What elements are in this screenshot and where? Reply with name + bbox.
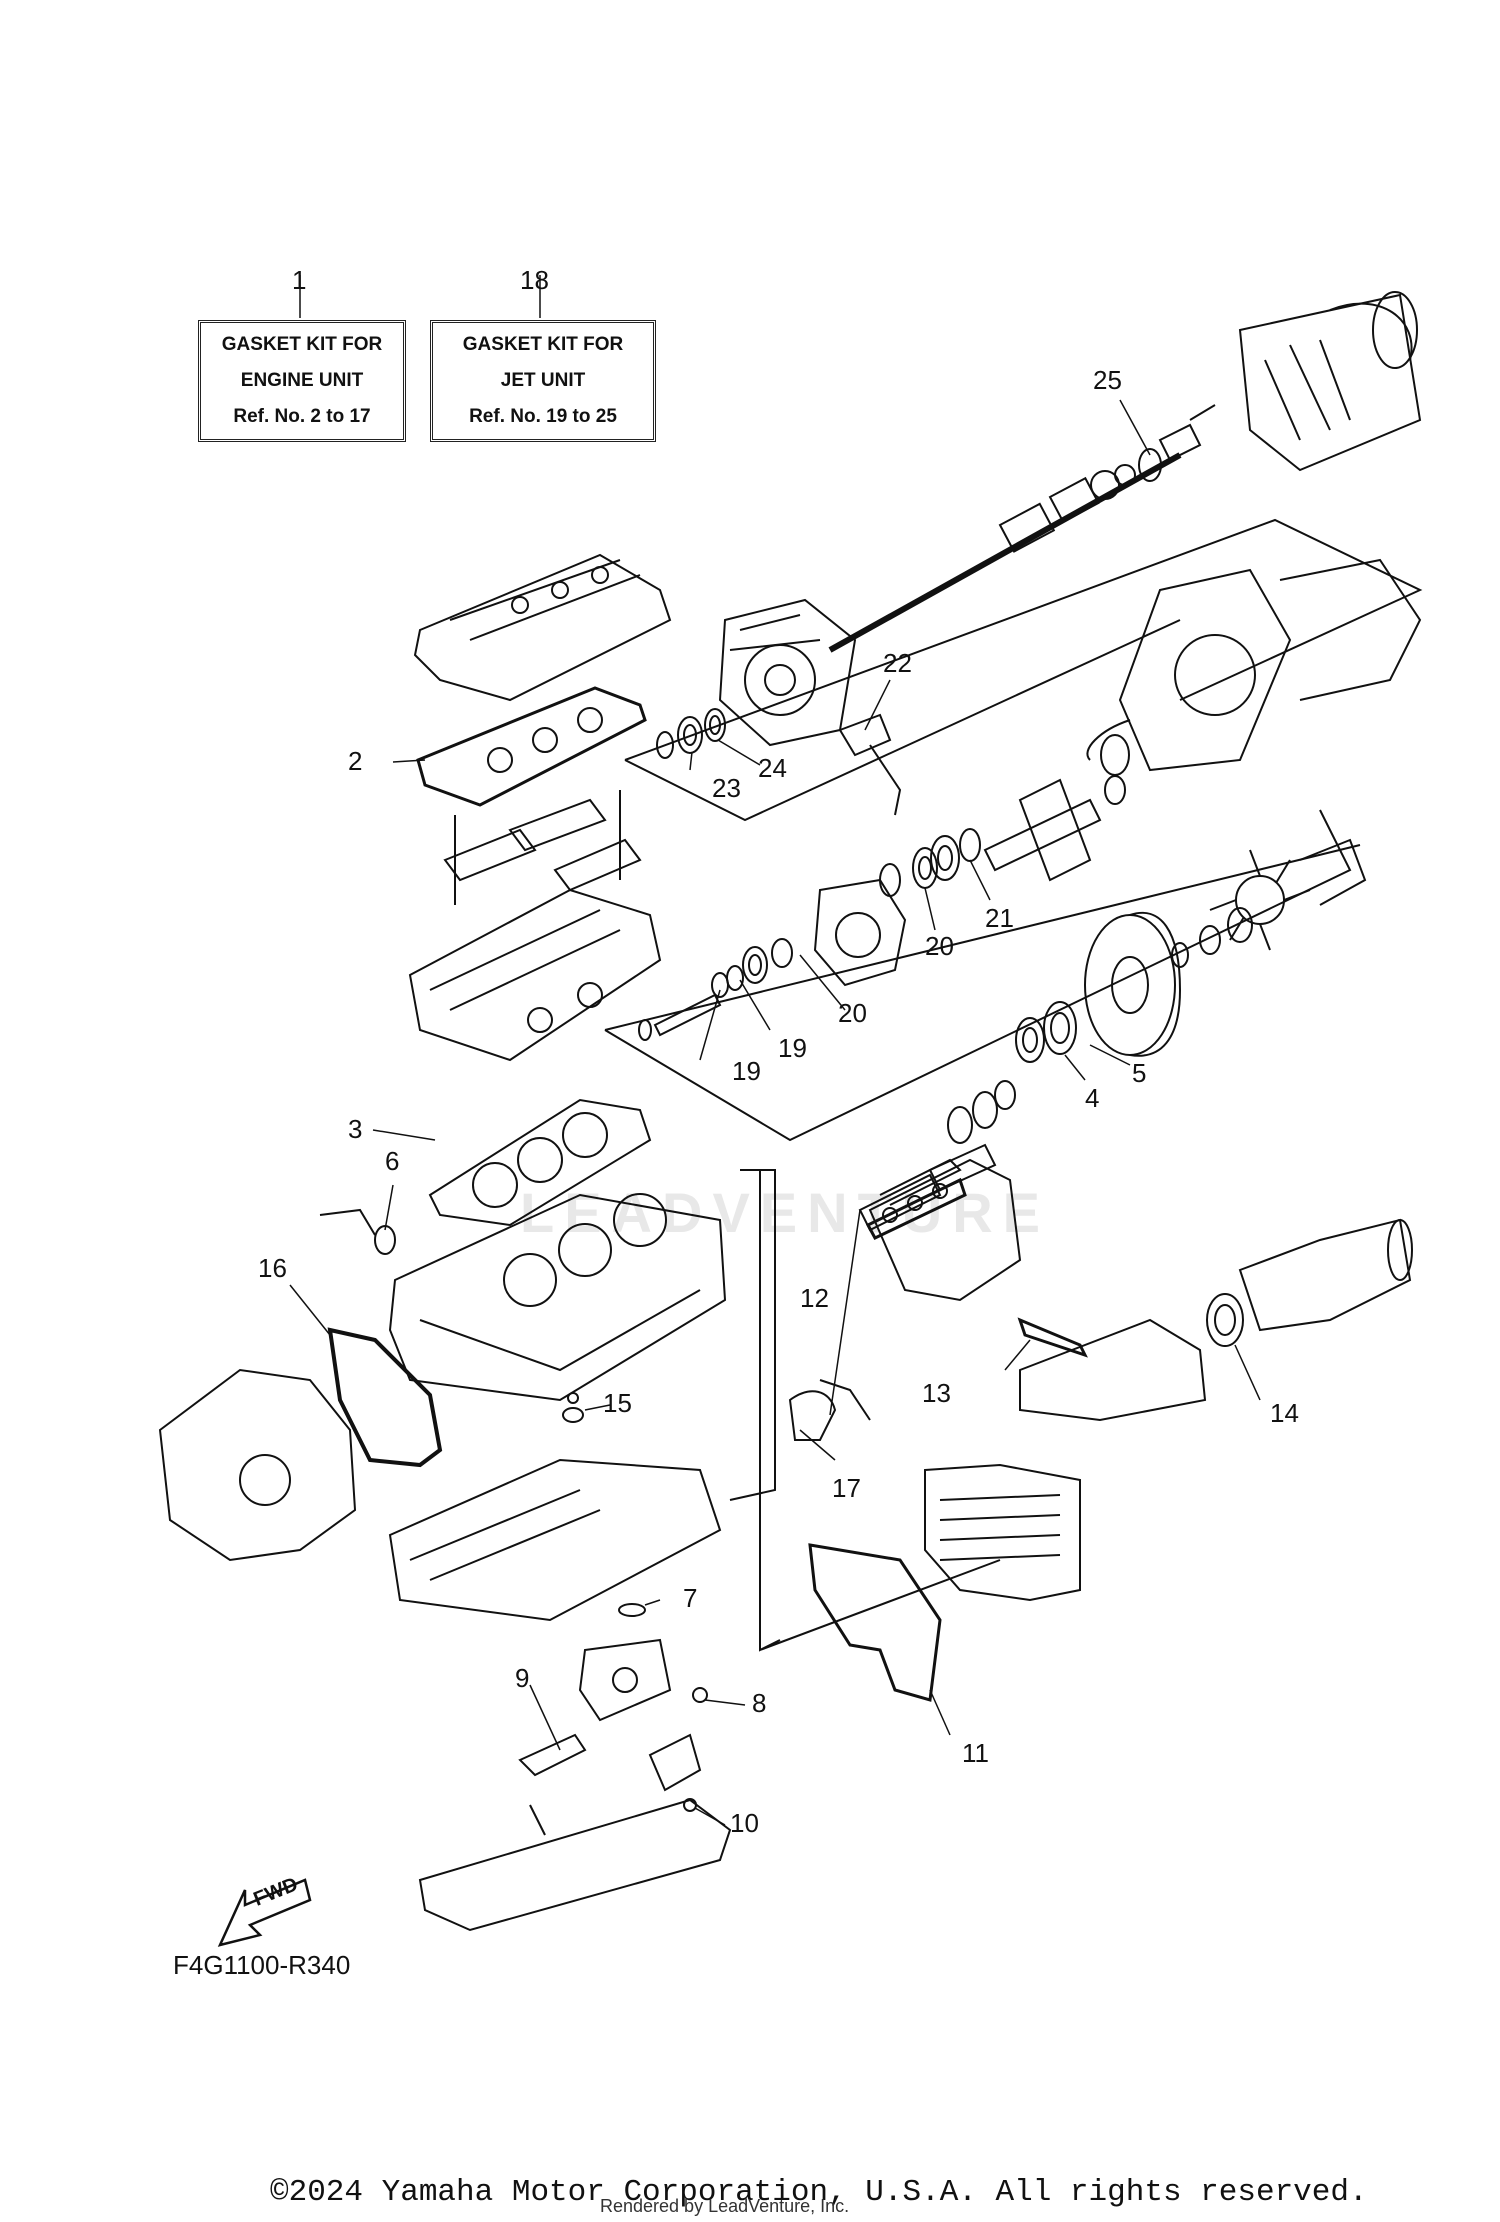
coupling-shaft [858,1080,1016,1232]
part-8-gasket [648,1687,708,1792]
oil-pump [578,1638,672,1722]
part-6-gasket [319,1208,396,1255]
impeller-nozzle-assembly [1018,558,1422,882]
part-19-orings [711,965,744,998]
camshafts [443,790,642,905]
rendered-by-credit: Rendered by LeadVenture, Inc. [600,2196,850,2216]
part-15-oring [562,1392,584,1423]
callout-10: 10 [730,1808,759,1838]
callout-15: 15 [603,1388,632,1418]
magneto-cover [158,1368,357,1562]
pump-housing [718,598,857,747]
callout-5: 5 [1132,1058,1147,1088]
part-20-seal-lower [742,938,793,984]
copyright-notice: ©2024 Yamaha Motor Corporation, U.S.A. A… [270,2175,1368,2210]
callout-8: 8 [752,1688,767,1718]
cylinder-head [408,888,662,1062]
kit-engine-line-2: ENGINE UNIT [240,370,364,391]
leader-lines [289,275,1261,1826]
impeller-duct [1084,907,1253,1057]
part-22-gasket [838,713,902,816]
callout-17: 17 [832,1473,861,1503]
callout-22: 22 [883,648,912,678]
drive-shaft [983,775,1126,872]
callout-11: 11 [962,1738,989,1768]
fwd-arrow-icon [217,1878,312,1947]
part-7-oring [618,1603,646,1617]
part-3-head-gasket [428,1098,652,1227]
callout-24: 24 [758,753,787,783]
coupler-shaft [638,993,722,1041]
part-21-seal [930,828,981,881]
kit-engine-line-1: GASKET KIT FOR [221,334,383,355]
stern-nozzle-housing [1238,291,1422,472]
part-11-gasket [808,1543,942,1702]
cylinder-head-cover [413,553,672,702]
callout-14: 14 [1270,1398,1299,1428]
callout-12: 12 [800,1283,829,1313]
crankcase [388,1458,722,1622]
bracket-middle [604,809,1361,1142]
callout-19-b: 19 [778,1033,807,1063]
shaft-assembly [828,404,1216,653]
callout-9: 9 [515,1663,530,1693]
callout-20-b: 20 [925,931,954,961]
part-24-seal [704,708,726,742]
callout-20-a: 20 [838,998,867,1028]
part-13-gasket [1017,1317,1088,1358]
kit-1-ref: 1 [292,265,307,295]
part-12-gasket [865,1177,967,1240]
bracket-engine [729,1169,1001,1652]
callout-6: 6 [385,1146,400,1176]
callout-2: 2 [348,746,363,776]
kit-18-ref: 18 [520,265,549,295]
part-25-oring [1138,448,1162,482]
exhaust-manifold [868,1158,1022,1302]
kit-jet-line-1: GASKET KIT FOR [462,334,624,355]
callout-19-a: 19 [732,1056,761,1086]
part-5-seal [1043,1001,1077,1055]
oil-pan [418,1798,732,1932]
part-17-gasket [788,1379,871,1441]
exhaust-pipe [1019,1218,1413,1422]
callout-13: 13 [922,1378,951,1408]
part-23-seal [656,716,703,759]
kit-engine-line-3: Ref. No. 2 to 17 [233,406,371,427]
part-10-gasket [683,1798,697,1812]
callout-16: 16 [258,1253,287,1283]
watermark: LEADVENTURE [520,1181,1051,1244]
bracket-upper [624,518,1423,822]
callout-3: 3 [348,1114,363,1144]
cylinder-block [388,1193,727,1402]
part-2-cover-gasket [416,686,647,807]
kit-engine-label: GASKET KIT FOR ENGINE UNIT Ref. No. 2 to… [198,320,406,442]
diagram-code: F4G1100-R340 [173,1950,351,1980]
impeller [1209,838,1367,951]
bearing-housing [813,863,907,987]
part-9-gasket [518,1733,587,1777]
callout-25: 25 [1093,365,1122,395]
callout-23: 23 [712,773,741,803]
part-4-seal [1015,1017,1045,1063]
part-14-gasket [1206,1293,1244,1347]
kit-jet-line-2: JET UNIT [500,370,586,391]
kit-jet-line-3: Ref. No. 19 to 25 [469,406,617,427]
part-16-cover-gasket [327,1327,443,1468]
callout-21: 21 [985,903,1014,933]
kit-jet-label: GASKET KIT FOR JET UNIT Ref. No. 19 to 2… [430,320,656,442]
intercooler [924,1463,1081,1602]
callout-7: 7 [683,1583,698,1613]
callout-4: 4 [1085,1083,1100,1113]
